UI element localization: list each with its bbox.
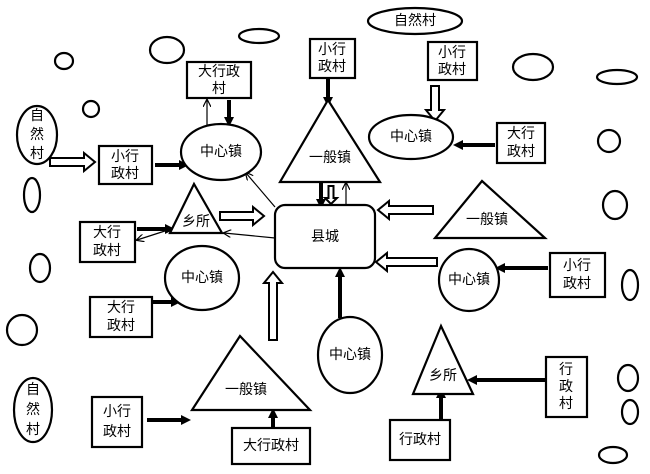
label: 政村 — [438, 62, 466, 78]
label: 中心镇 — [390, 129, 432, 145]
central-town: 中心镇 — [367, 113, 455, 161]
village-ellipse — [22, 176, 42, 214]
large-admin-village: 大行政 村 — [185, 60, 253, 100]
village-ellipse — [511, 52, 555, 82]
label: 一般镇 — [225, 382, 267, 398]
arrow — [137, 229, 169, 240]
label: 村 — [212, 81, 226, 97]
small-admin-village: 小行 政村 — [308, 37, 357, 80]
central-town: 中心镇 — [179, 122, 263, 182]
label: 村 — [26, 422, 40, 438]
label: 中心镇 — [329, 347, 371, 363]
village-ellipse — [595, 68, 639, 86]
arrow — [224, 233, 276, 239]
solid-arrows — [137, 79, 548, 427]
label: 行政村 — [399, 432, 441, 448]
label: 政村 — [93, 243, 121, 259]
label: 小行 — [103, 404, 131, 420]
hollow-arrow — [423, 85, 447, 123]
hollow-arrow — [49, 150, 97, 174]
hollow-arrow — [374, 250, 438, 274]
small-admin-village: 小行 政村 — [548, 251, 607, 299]
village-ellipse — [620, 268, 640, 302]
label: 一般镇 — [466, 212, 508, 228]
admin-village: 行 政 村 — [544, 355, 589, 419]
label: 中心镇 — [181, 270, 223, 286]
label: 然 — [26, 401, 40, 418]
small-admin-village: 小行 政村 — [97, 144, 154, 186]
label: 政村 — [111, 166, 139, 182]
label: 政 — [559, 379, 573, 395]
label: 乡所 — [429, 368, 457, 384]
township-office: 乡所 — [411, 323, 475, 396]
admin-village: 行政村 — [388, 418, 452, 462]
central-town: 中心镇 — [316, 315, 384, 395]
label: 中心镇 — [448, 272, 490, 288]
label: 中心镇 — [200, 144, 242, 160]
label: 小行 — [563, 258, 591, 274]
large-admin-village: 大行政村 — [230, 426, 312, 466]
label: 政村 — [563, 276, 591, 292]
label: 政村 — [507, 144, 535, 160]
label: 自然村 — [394, 12, 436, 29]
large-admin-village: 大行 政村 — [88, 295, 154, 339]
arrow — [246, 173, 276, 208]
small-admin-village: 小行 政村 — [426, 40, 479, 82]
label: 大行政 — [198, 64, 240, 80]
natural-village: 自然村 — [366, 6, 464, 36]
small-admin-village: 小行 政村 — [90, 395, 144, 449]
central-town: 中心镇 — [163, 244, 241, 312]
label: 村 — [30, 146, 44, 162]
label: 大行 — [93, 225, 121, 241]
county-seat: 县城 — [273, 203, 377, 270]
village-ellipse — [596, 128, 622, 154]
hollow-arrows — [49, 85, 447, 341]
village-ellipse — [81, 99, 101, 119]
thin-arrows — [137, 100, 346, 240]
general-town: 一般镇 — [278, 97, 383, 184]
village-ellipse — [53, 51, 75, 71]
village-ellipse — [28, 252, 52, 284]
label: 小行 — [438, 45, 466, 61]
label: 小行 — [318, 42, 346, 58]
label: 大行 — [507, 126, 535, 142]
label: 然 — [30, 126, 44, 143]
label: 大行政村 — [243, 438, 299, 454]
label: 行 — [559, 362, 573, 378]
county-label: 县城 — [311, 229, 339, 245]
unlabeled-villages — [5, 27, 640, 465]
village-ellipse — [148, 35, 186, 65]
village-ellipse — [601, 189, 629, 221]
large-admin-village: 大行 政村 — [495, 121, 547, 165]
village-ellipse — [620, 398, 640, 426]
hollow-arrow — [376, 198, 434, 222]
natural-village: 自 然 村 — [12, 376, 54, 444]
label: 村 — [559, 396, 573, 412]
central-town: 中心镇 — [437, 247, 501, 313]
label: 一般镇 — [309, 150, 351, 166]
general-town: 一般镇 — [432, 179, 548, 240]
label: 政村 — [103, 424, 131, 440]
village-ellipse — [237, 27, 281, 45]
village-ellipse — [616, 363, 640, 393]
natural-village: 自 然 村 — [15, 104, 59, 166]
label: 大行 — [107, 300, 135, 316]
general-town: 一般镇 — [189, 334, 313, 412]
label: 政村 — [107, 318, 135, 334]
village-ellipse — [597, 445, 629, 465]
label: 小行 — [111, 149, 139, 165]
label: 自 — [30, 108, 44, 124]
hollow-arrow — [322, 185, 340, 206]
label: 自 — [26, 382, 40, 398]
large-admin-village: 大行 政村 — [78, 220, 137, 264]
label: 政村 — [318, 59, 346, 75]
hollow-arrow — [219, 204, 266, 228]
township-office: 乡所 — [168, 181, 224, 235]
hollow-arrow — [261, 270, 285, 341]
village-ellipse — [5, 313, 39, 347]
label: 乡所 — [182, 214, 210, 230]
